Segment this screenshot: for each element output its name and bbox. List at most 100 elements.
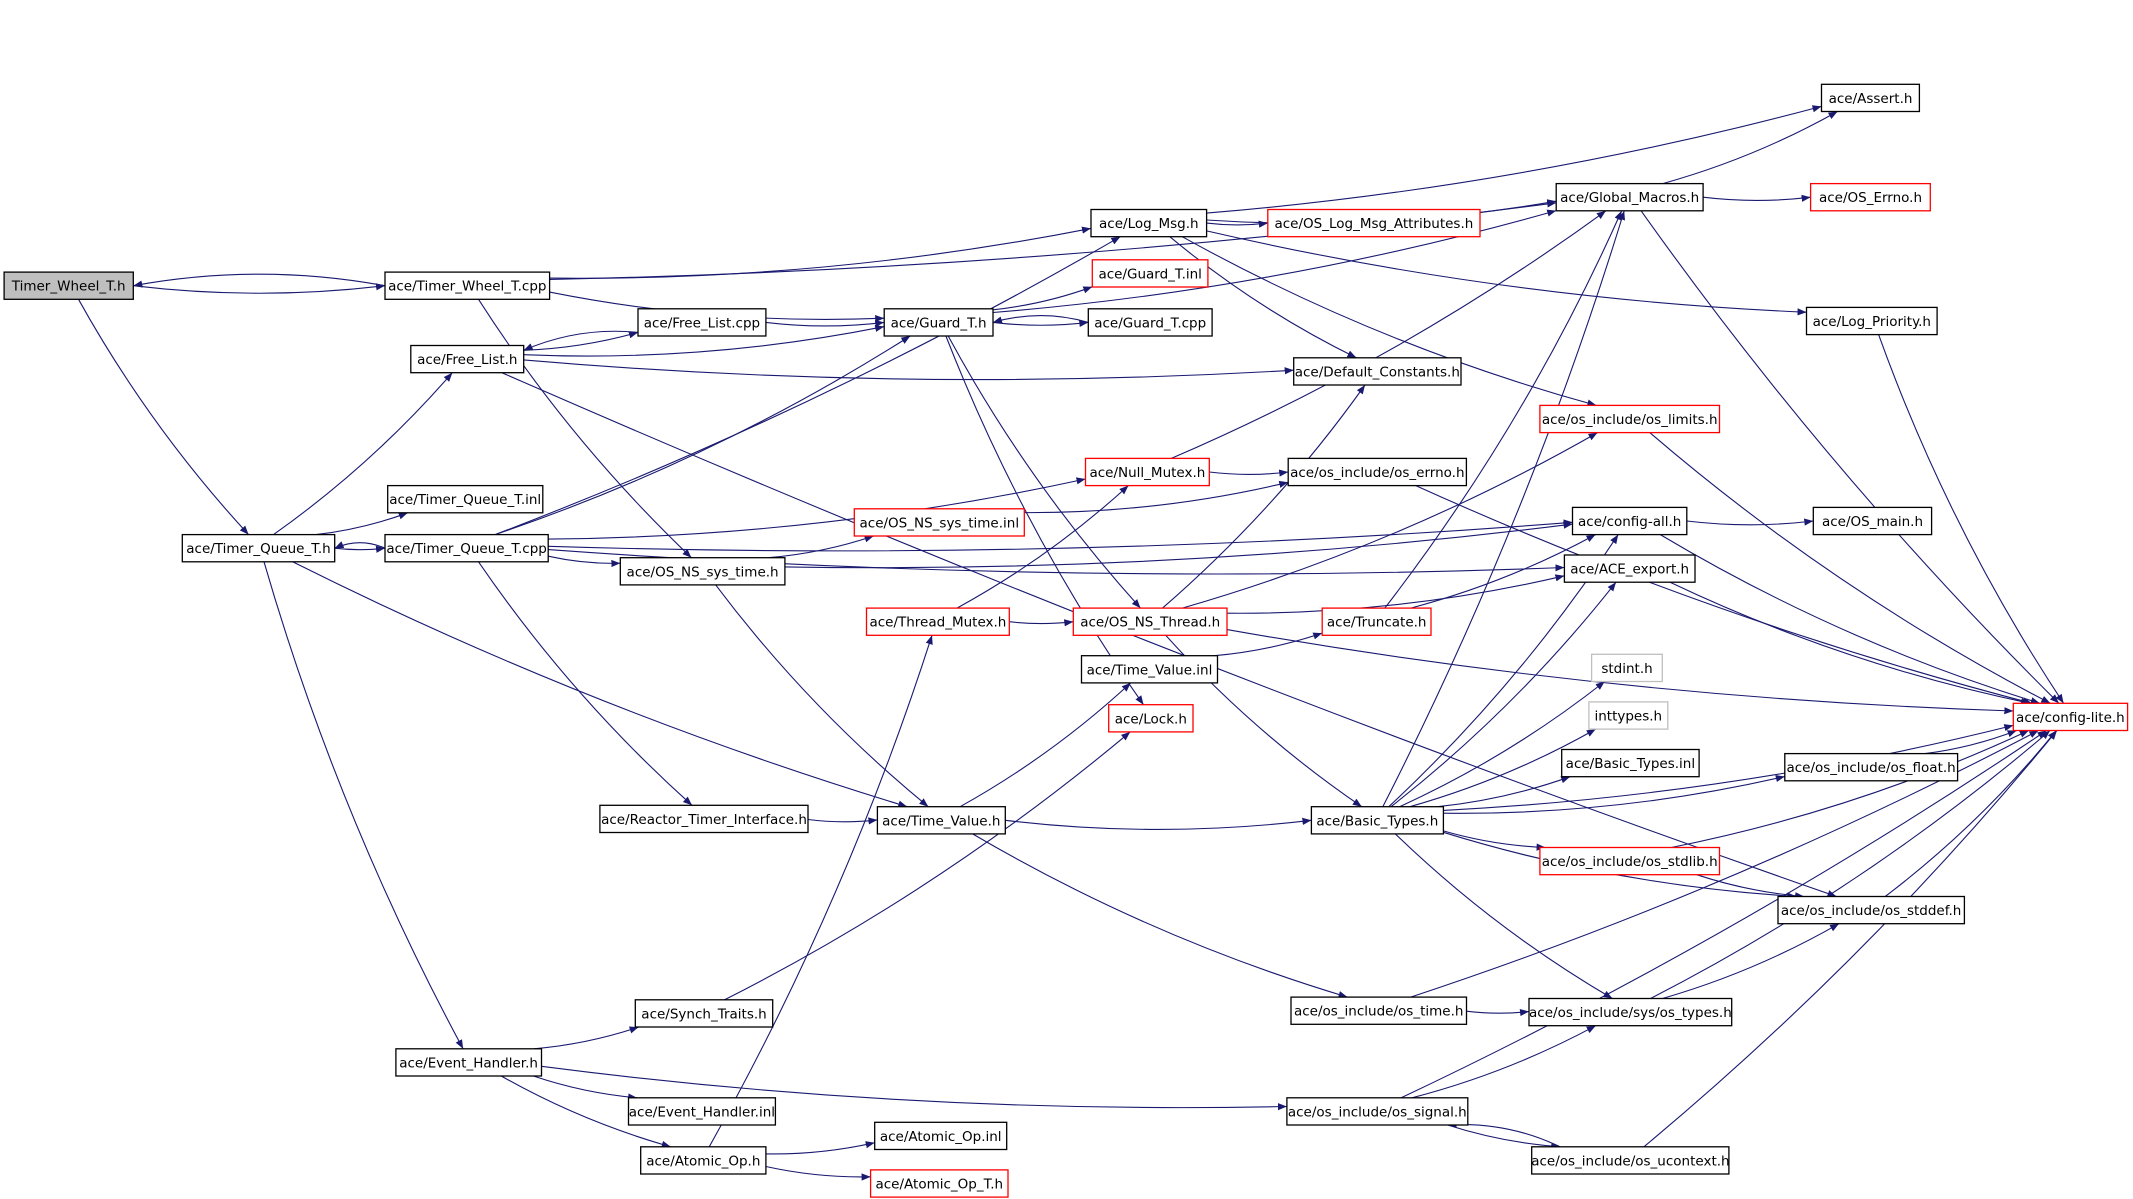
- node-guard_t_h[interactable]: ace/Guard_T.h: [883, 308, 994, 337]
- node-box[interactable]: [1286, 1097, 1469, 1126]
- node-log_priority_h[interactable]: ace/Log_Priority.h: [1805, 306, 1938, 336]
- node-box[interactable]: [1809, 182, 1931, 212]
- node-time_value_h[interactable]: ace/Time_Value.h: [876, 806, 1006, 835]
- node-atomic_op_t_h[interactable]: ace/Atomic_Op_T.h: [869, 1169, 1009, 1198]
- node-box[interactable]: [1290, 996, 1468, 1025]
- node-box[interactable]: [1777, 895, 1966, 925]
- node-inttypes_h[interactable]: inttypes.h: [1588, 701, 1669, 730]
- node-free_list_h[interactable]: ace/Free_List.h: [410, 344, 525, 374]
- node-box[interactable]: [883, 308, 994, 337]
- node-box[interactable]: [1072, 607, 1228, 636]
- node-box[interactable]: [1588, 701, 1669, 730]
- node-box[interactable]: [1539, 846, 1721, 876]
- node-box[interactable]: [1080, 655, 1219, 684]
- node-box[interactable]: [2012, 702, 2129, 732]
- node-basic_types_inl[interactable]: ace/Basic_Types.inl: [1561, 748, 1700, 778]
- node-box[interactable]: [181, 533, 336, 563]
- node-os_ucontext_h[interactable]: ace/os_include/os_ucontext.h: [1531, 1146, 1730, 1175]
- node-box[interactable]: [1321, 607, 1432, 636]
- node-os_stdlib_h[interactable]: ace/os_include/os_stdlib.h: [1539, 846, 1721, 876]
- node-box[interactable]: [1555, 182, 1704, 212]
- node-box[interactable]: [1084, 457, 1210, 487]
- node-box[interactable]: [599, 804, 809, 834]
- node-box[interactable]: [395, 1048, 543, 1077]
- node-global_macros_h[interactable]: ace/Global_Macros.h: [1555, 182, 1704, 212]
- node-timer_wheel_t_h[interactable]: Timer_Wheel_T.h: [3, 271, 134, 300]
- node-box[interactable]: [3, 271, 134, 300]
- node-box[interactable]: [1571, 506, 1688, 536]
- node-box[interactable]: [865, 607, 1010, 636]
- node-thread_mutex_h[interactable]: ace/Thread_Mutex.h: [865, 607, 1010, 636]
- node-os_ns_sys_time_h[interactable]: ace/OS_NS_sys_time.h: [619, 557, 786, 586]
- node-box[interactable]: [1310, 806, 1445, 835]
- node-lock_h[interactable]: ace/Lock.h: [1108, 704, 1194, 733]
- node-null_mutex_h[interactable]: ace/Null_Mutex.h: [1084, 457, 1210, 487]
- node-os_signal_h[interactable]: ace/os_include/os_signal.h: [1286, 1097, 1469, 1126]
- node-box[interactable]: [1561, 748, 1700, 778]
- node-synch_traits_h[interactable]: ace/Synch_Traits.h: [634, 999, 774, 1028]
- node-reactor_timer_interface_h[interactable]: ace/Reactor_Timer_Interface.h: [599, 804, 809, 834]
- node-config_all_h[interactable]: ace/config-all.h: [1571, 506, 1688, 536]
- node-guard_t_inl[interactable]: ace/Guard_T.inl: [1091, 259, 1209, 288]
- node-basic_types_h[interactable]: ace/Basic_Types.h: [1310, 806, 1445, 835]
- node-config_lite_h[interactable]: ace/config-lite.h: [2012, 702, 2129, 732]
- node-timer_queue_t_inl[interactable]: ace/Timer_Queue_T.inl: [387, 484, 544, 514]
- node-box[interactable]: [410, 344, 525, 374]
- node-os_time_h[interactable]: ace/os_include/os_time.h: [1290, 996, 1468, 1025]
- node-default_constants_h[interactable]: ace/Default_Constants.h: [1293, 357, 1462, 386]
- node-box[interactable]: [1108, 704, 1194, 733]
- node-box[interactable]: [640, 1146, 767, 1175]
- node-box[interactable]: [1820, 83, 1921, 113]
- node-sys_os_types_h[interactable]: ace/os_include/sys/os_types.h: [1528, 997, 1733, 1027]
- node-os_limits_h[interactable]: ace/os_include/os_limits.h: [1539, 404, 1721, 434]
- node-guard_t_cpp[interactable]: ace/Guard_T.cpp: [1087, 308, 1213, 337]
- node-ace_export_h[interactable]: ace/ACE_export.h: [1563, 554, 1696, 583]
- node-os_errno_h[interactable]: ace/OS_Errno.h: [1809, 182, 1931, 212]
- node-time_value_inl[interactable]: ace/Time_Value.inl: [1080, 655, 1219, 684]
- node-box[interactable]: [1805, 306, 1938, 336]
- node-timer_wheel_t_cpp[interactable]: ace/Timer_Wheel_T.cpp: [384, 271, 551, 300]
- node-timer_queue_t_h[interactable]: ace/Timer_Queue_T.h: [181, 533, 336, 563]
- node-os_ns_sys_time_inl[interactable]: ace/OS_NS_sys_time.inl: [853, 508, 1025, 537]
- node-box[interactable]: [627, 1097, 777, 1126]
- node-box[interactable]: [1590, 653, 1663, 683]
- node-box[interactable]: [1531, 1146, 1730, 1175]
- node-event_handler_h[interactable]: ace/Event_Handler.h: [395, 1048, 543, 1077]
- node-box[interactable]: [1784, 752, 1959, 782]
- node-box[interactable]: [637, 308, 767, 337]
- node-box[interactable]: [853, 508, 1025, 537]
- node-box[interactable]: [1287, 457, 1468, 487]
- node-os_include_os_errno_h[interactable]: ace/os_include/os_errno.h: [1287, 457, 1468, 487]
- node-os_main_h[interactable]: ace/OS_main.h: [1812, 506, 1933, 536]
- node-box[interactable]: [1528, 997, 1733, 1027]
- node-box[interactable]: [876, 806, 1006, 835]
- node-truncate_h[interactable]: ace/Truncate.h: [1321, 607, 1432, 636]
- node-box[interactable]: [1267, 208, 1481, 238]
- node-box[interactable]: [1563, 554, 1696, 583]
- node-box[interactable]: [387, 484, 544, 514]
- node-timer_queue_t_cpp[interactable]: ace/Timer_Queue_T.cpp: [384, 533, 549, 563]
- node-box[interactable]: [869, 1169, 1009, 1198]
- node-atomic_op_inl[interactable]: ace/Atomic_Op.inl: [874, 1121, 1008, 1151]
- node-box[interactable]: [384, 271, 551, 300]
- node-free_list_cpp[interactable]: ace/Free_List.cpp: [637, 308, 767, 337]
- node-os_float_h[interactable]: ace/os_include/os_float.h: [1784, 752, 1959, 782]
- node-stdint_h[interactable]: stdint.h: [1590, 653, 1663, 683]
- node-box[interactable]: [1539, 404, 1721, 434]
- node-box[interactable]: [1812, 506, 1933, 536]
- node-atomic_op_h[interactable]: ace/Atomic_Op.h: [640, 1146, 767, 1175]
- node-os_ns_thread_h[interactable]: ace/OS_NS_Thread.h: [1072, 607, 1228, 636]
- node-box[interactable]: [1087, 308, 1213, 337]
- node-box[interactable]: [1293, 357, 1462, 386]
- node-log_msg_h[interactable]: ace/Log_Msg.h: [1090, 208, 1208, 238]
- node-box[interactable]: [384, 533, 549, 563]
- node-box[interactable]: [619, 557, 786, 586]
- node-box[interactable]: [874, 1121, 1008, 1151]
- node-box[interactable]: [1090, 208, 1208, 238]
- node-box[interactable]: [1091, 259, 1209, 288]
- node-os_log_msg_attributes_h[interactable]: ace/OS_Log_Msg_Attributes.h: [1267, 208, 1481, 238]
- node-event_handler_inl[interactable]: ace/Event_Handler.inl: [627, 1097, 777, 1126]
- node-os_stddef_h[interactable]: ace/os_include/os_stddef.h: [1777, 895, 1966, 925]
- node-box[interactable]: [634, 999, 774, 1028]
- node-assert_h[interactable]: ace/Assert.h: [1820, 83, 1921, 113]
